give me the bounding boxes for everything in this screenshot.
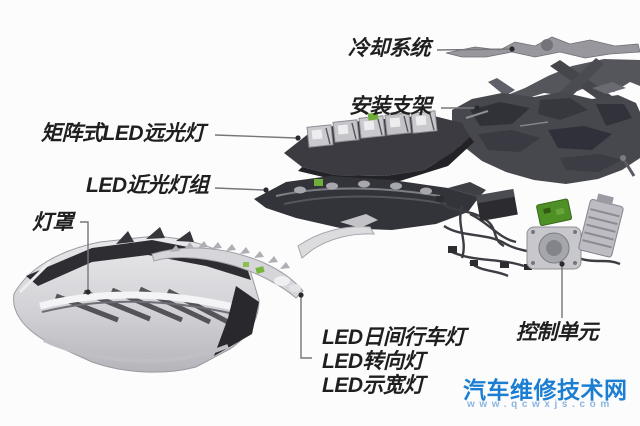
label-led-low-beam-group: LED近光灯组 [86, 174, 209, 197]
label-led-position-light: LED示宽灯 [322, 374, 425, 397]
matrix-high-beam-part [284, 110, 474, 181]
leader-dots [85, 46, 565, 298]
low-beam-part [254, 176, 486, 230]
label-led-turn-signal: LED转向灯 [322, 350, 425, 373]
label-mounting-bracket: 安装支架 [349, 95, 432, 118]
watermark-site-url: www.qcwxjs.com [467, 399, 614, 410]
ecu-module-part [578, 193, 624, 258]
label-control-unit: 控制单元 [516, 321, 599, 344]
control-unit-cluster-part [436, 188, 624, 278]
label-lamp-cover: 灯罩 [32, 211, 74, 234]
circuit-board-part [536, 198, 573, 227]
watermark-site-name: 汽车维修技术网 [463, 377, 628, 403]
label-cooling-system: 冷却系统 [348, 37, 431, 60]
control-unit-part [526, 226, 582, 270]
lamp-cover-part [13, 227, 260, 373]
label-led-drl: LED日间行车灯 [322, 326, 466, 349]
label-matrix-led-high-beam: 矩阵式LED远光灯 [41, 122, 205, 145]
leader-lines [80, 48, 563, 359]
cooling-system-part [445, 36, 640, 103]
